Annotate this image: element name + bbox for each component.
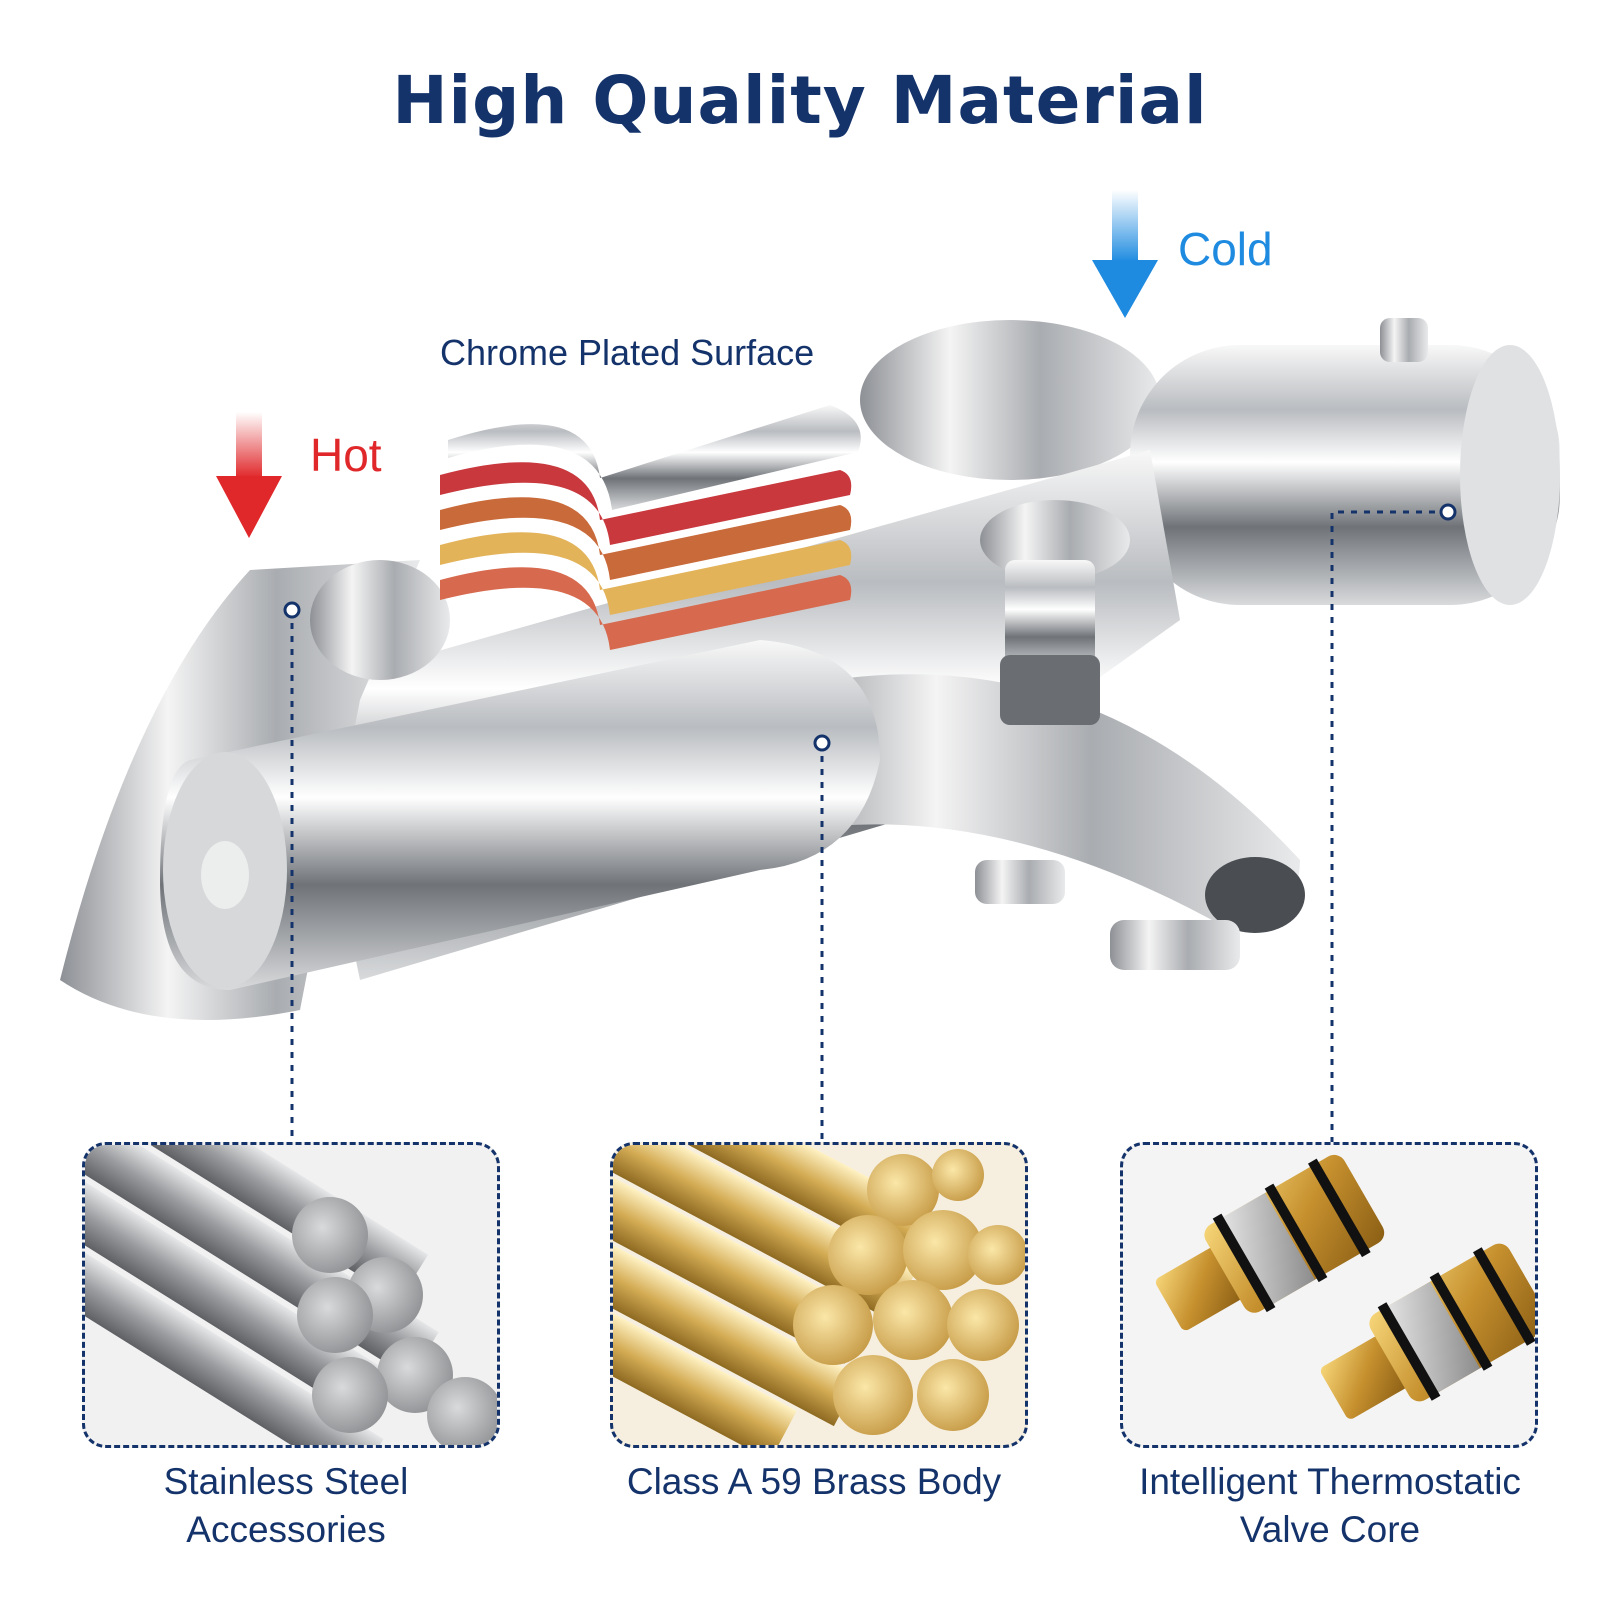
valve-core-image bbox=[1120, 1142, 1538, 1448]
cold-arrow-icon bbox=[1092, 190, 1158, 318]
leader-dots bbox=[283, 503, 1457, 752]
caption-line: Class A 59 Brass Body bbox=[626, 1461, 1002, 1502]
caption-line: Valve Core bbox=[1239, 1509, 1421, 1550]
valve-core-caption: Intelligent Thermostatic Valve Core bbox=[1110, 1458, 1550, 1554]
brass-rods-image bbox=[610, 1142, 1028, 1448]
page-title: High Quality Material bbox=[392, 62, 1208, 139]
plating-layers bbox=[440, 405, 861, 650]
faucet-body bbox=[60, 318, 1560, 1020]
caption-line: Stainless Steel bbox=[163, 1461, 409, 1502]
stainless-steel-image bbox=[82, 1142, 500, 1448]
cold-label: Cold bbox=[1178, 223, 1273, 275]
stainless-steel-caption: Stainless Steel Accessories bbox=[76, 1458, 496, 1554]
leader-lines bbox=[290, 510, 1448, 1142]
hot-arrow-icon bbox=[216, 412, 282, 538]
caption-line: Intelligent Thermostatic bbox=[1139, 1461, 1521, 1502]
brass-body-caption: Class A 59 Brass Body bbox=[604, 1458, 1024, 1506]
hot-label: Hot bbox=[310, 429, 382, 481]
chrome-surface-label: Chrome Plated Surface bbox=[440, 332, 815, 373]
caption-line: Accessories bbox=[186, 1509, 386, 1550]
